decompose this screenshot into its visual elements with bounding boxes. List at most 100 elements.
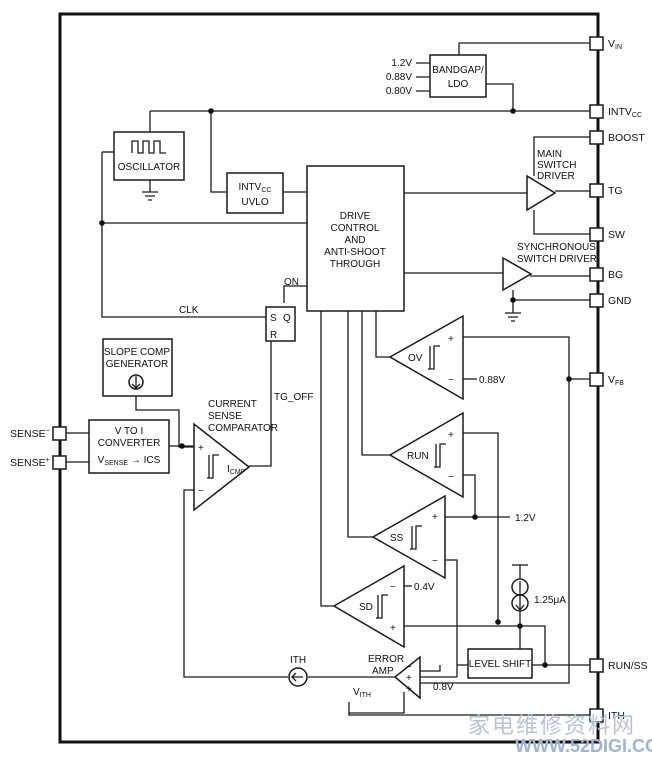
- vtoi-line1: V TO I: [115, 426, 144, 437]
- vtoi-line3-rest: → ICS: [128, 455, 161, 466]
- clk-label: CLK: [179, 305, 199, 316]
- hysteresis-icon: [428, 345, 440, 370]
- pin-vfb-label: V: [608, 374, 615, 386]
- pin-sw: SW: [589, 227, 625, 242]
- ref-088: 0.88V: [479, 375, 505, 386]
- pin-vin-subscript: IN: [615, 44, 622, 51]
- svg-text:INTVCC: INTVCC: [239, 182, 272, 194]
- error-amp: − + + ERROR AMP 0.8V: [368, 654, 454, 700]
- ss-minus: −: [432, 556, 438, 567]
- cmp-plus: +: [198, 443, 204, 454]
- drive-line5: THROUGH: [330, 259, 381, 270]
- svg-text:SENSE−: SENSE−: [10, 428, 50, 440]
- ov-label: OV: [408, 353, 423, 364]
- drive-control-block: DRIVE CONTROL AND ANTI-SHOOT THROUGH: [306, 165, 405, 312]
- sd-minus: −: [390, 582, 396, 593]
- svg-text:VFB: VFB: [608, 374, 624, 387]
- svg-text:INTVCC: INTVCC: [608, 106, 642, 119]
- bandgap-ldo-block: BANDGAP/ LDO 1.2V 0.88V 0.80V: [386, 54, 487, 98]
- ss-plus: +: [432, 512, 438, 523]
- sd-comparator: − + SD 0.4V: [332, 564, 435, 649]
- pin-runss: RUN/SS: [589, 658, 648, 673]
- drive-line3: AND: [344, 235, 365, 246]
- ov-minus: −: [448, 375, 454, 386]
- bandgap-line1: BANDGAP/: [432, 65, 484, 76]
- vtoi-line2: CONVERTER: [98, 438, 161, 449]
- current-source-icon: [128, 374, 144, 390]
- run-comparator: + − RUN: [388, 411, 464, 499]
- svg-text:VIN: VIN: [608, 38, 622, 51]
- hysteresis-icon: [207, 454, 219, 479]
- cmp-title-2: SENSE: [208, 411, 242, 422]
- ea-plus-1: +: [406, 673, 412, 684]
- ground-icon: [505, 312, 521, 322]
- pin-gnd-label: GND: [608, 295, 632, 307]
- main-driver-line1: MAIN: [537, 149, 562, 160]
- main-driver-line3: DRIVER: [537, 171, 575, 182]
- icmp-subscript: CMP: [230, 469, 246, 476]
- icmp-label: I: [227, 464, 230, 475]
- slope-comp-block: SLOPE COMP GENERATOR: [102, 338, 173, 397]
- tg-off-label: TG_OFF: [274, 392, 313, 403]
- intvcc-uvlo-block: INTVCC UVLO: [226, 172, 284, 214]
- drive-line2: CONTROL: [331, 223, 380, 234]
- svg-text:SENSE+: SENSE+: [10, 457, 50, 469]
- level-shift-label: LEVEL SHIFT: [469, 659, 531, 670]
- pin-tg-label: TG: [608, 185, 623, 197]
- vtoi-line3: V: [98, 455, 105, 466]
- watermark-url: WWW.52DIGI.COM: [515, 736, 652, 756]
- pin-sense-plus: SENSE+: [10, 455, 67, 470]
- pin-vfb-subscript: FB: [615, 380, 624, 387]
- pin-sense-plus-label: SENSE: [10, 457, 46, 469]
- ea-plus-2: +: [406, 684, 412, 695]
- current-sense-comparator: CURRENT SENSE COMPARATOR + − ICMP: [193, 399, 278, 512]
- arrow-left-icon: [288, 667, 308, 687]
- pin-sense-minus-sup: −: [46, 428, 50, 435]
- pin-vin: VIN: [589, 36, 622, 51]
- main-driver-line2: SWITCH: [537, 160, 576, 171]
- drive-line1: DRIVE: [340, 211, 371, 222]
- bandgap-out-2: 0.88V: [386, 72, 412, 83]
- error-amp-line2: AMP: [372, 666, 394, 677]
- pin-sense-plus-sup: +: [46, 457, 50, 464]
- sr-latch: S R Q: [265, 306, 296, 342]
- pin-gnd: GND: [589, 293, 632, 308]
- pin-vfb: VFB: [589, 372, 624, 387]
- uvlo-line2: UVLO: [241, 197, 268, 208]
- sync-switch-driver: SYNCHRONOUS SWITCH DRIVER: [502, 242, 597, 322]
- main-switch-driver: MAIN SWITCH DRIVER: [526, 149, 576, 212]
- ov-plus: +: [448, 334, 454, 345]
- pin-ith-label: ITH: [608, 710, 625, 722]
- hysteresis-icon: [434, 443, 446, 468]
- pin-bg: BG: [589, 267, 623, 282]
- ith-node: ITH: [288, 655, 308, 687]
- current-source-icon: [511, 578, 529, 612]
- bandgap-out-1: 1.2V: [391, 58, 412, 69]
- svg-text:VSENSE → ICS: VSENSE → ICS: [98, 455, 161, 467]
- pin-vin-label: V: [608, 38, 615, 50]
- pin-runss-label: RUN/SS: [608, 660, 648, 672]
- sr-r-label: R: [270, 330, 277, 341]
- run-label: RUN: [407, 451, 429, 462]
- hysteresis-icon: [410, 525, 422, 550]
- level-shift-block: LEVEL SHIFT: [467, 648, 533, 679]
- pin-intvcc-subscript: CC: [632, 112, 642, 119]
- ref-12: 1.2V: [515, 513, 536, 524]
- error-amp-line1: ERROR: [368, 654, 404, 665]
- svg-text:VITH: VITH: [353, 687, 371, 699]
- cmp-title-3: COMPARATOR: [208, 423, 278, 434]
- sr-s-label: S: [270, 313, 277, 324]
- bandgap-line2: LDO: [448, 79, 469, 90]
- on-label: ON: [284, 277, 299, 288]
- pin-intvcc-label: INTV: [608, 106, 632, 118]
- junction-dots: [99, 108, 572, 668]
- pin-boost-label: BOOST: [608, 132, 645, 144]
- ground-icon: [142, 191, 158, 201]
- sr-q-label: Q: [283, 313, 291, 324]
- watermark-cn: 家电维修资料网: [468, 713, 636, 738]
- sd-plus: +: [390, 623, 396, 634]
- pin-tg: TG: [589, 183, 623, 198]
- run-minus: −: [448, 472, 454, 483]
- hysteresis-icon: [376, 594, 388, 619]
